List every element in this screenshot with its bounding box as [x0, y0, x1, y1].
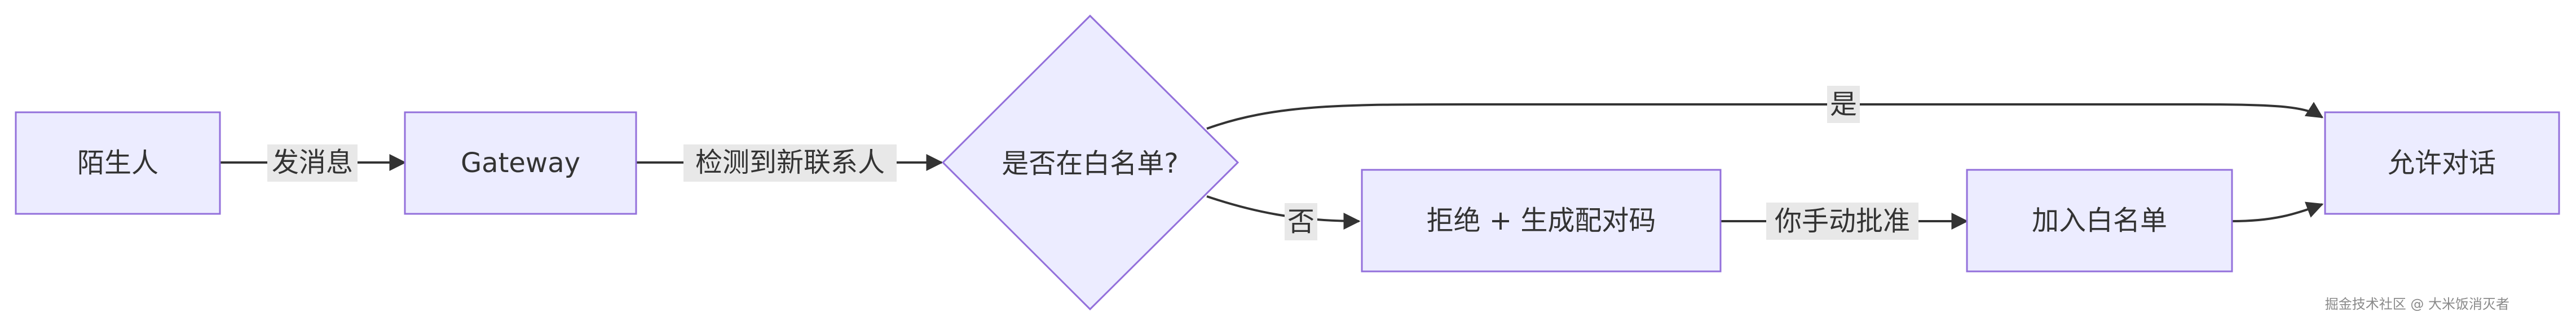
edge-label-manual-approve: 你手动批准 [1766, 203, 1918, 240]
svg-text:是: 是 [1830, 89, 1857, 120]
svg-text:拒绝 + 生成配对码: 拒绝 + 生成配对码 [1427, 205, 1656, 236]
node-stranger: 陌生人 [15, 111, 221, 215]
svg-text:允许对话: 允许对话 [2388, 147, 2496, 179]
svg-text:发消息: 发消息 [272, 147, 353, 178]
edge-label-detect-contact: 检测到新联系人 [683, 144, 897, 182]
node-whitelist-check: 是否在白名单? [941, 14, 1240, 311]
node-gateway: Gateway [404, 111, 637, 215]
svg-text:你手动批准: 你手动批准 [1775, 205, 1910, 237]
edge-label-no: 否 [1285, 203, 1317, 240]
edge-check-reject [1206, 195, 1361, 230]
edge-label-send-message: 发消息 [267, 144, 358, 182]
node-reject: 拒绝 + 生成配对码 [1361, 169, 1722, 273]
svg-text:否: 否 [1287, 206, 1315, 238]
svg-text:是否在白名单?: 是否在白名单? [1002, 148, 1178, 179]
edge-label-yes: 是 [1827, 86, 1860, 123]
watermark: 掘金技术社区 @ 大米饭消灭者 [2324, 296, 2509, 312]
node-allow: 允许对话 [2324, 111, 2560, 215]
edge-add-allow [2231, 201, 2324, 222]
svg-text:检测到新联系人: 检测到新联系人 [695, 147, 885, 178]
edge-check-allow [1206, 102, 2324, 130]
svg-text:陌生人: 陌生人 [77, 147, 158, 179]
svg-text:加入白名单: 加入白名单 [2032, 205, 2167, 236]
node-add-whitelist: 加入白名单 [1966, 169, 2233, 273]
svg-text:Gateway: Gateway [461, 147, 580, 179]
